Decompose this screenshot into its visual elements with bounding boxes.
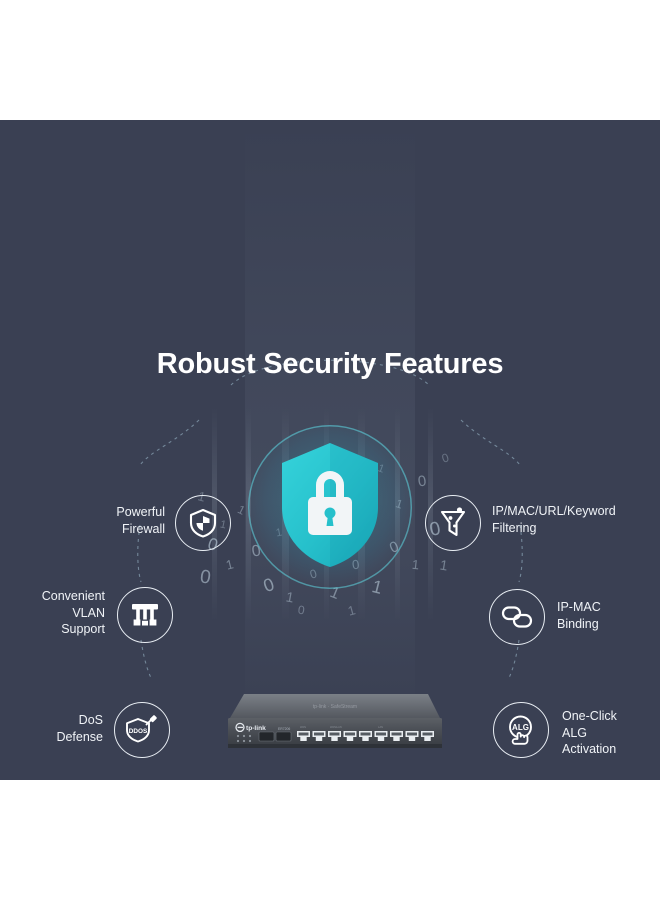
label-vlan-support: Convenient VLAN Support xyxy=(41,589,105,636)
filter-funnel-icon xyxy=(440,507,466,537)
node-dos-defense[interactable]: DDOS xyxy=(114,702,170,758)
svg-text:WAN/LAN: WAN/LAN xyxy=(330,725,342,729)
svg-text:LAN: LAN xyxy=(378,725,383,729)
shield-icon xyxy=(189,508,217,538)
label-powerful-firewall: Powerful Firewall xyxy=(116,505,165,536)
node-powerful-firewall[interactable] xyxy=(175,495,231,551)
tp-link-router: tp-link · SafeStream tp-link ER7206 xyxy=(228,694,442,748)
label-dos-defense: DoS Defense xyxy=(56,713,103,744)
page-title: Robust Security Features xyxy=(156,348,504,380)
node-ip-mac-binding[interactable] xyxy=(489,589,545,645)
svg-text:ALG: ALG xyxy=(512,723,529,732)
vlan-topology-icon xyxy=(132,604,158,626)
label-keyword-filtering: IP/MAC/URL/Keyword Filtering xyxy=(492,504,616,535)
svg-text:WAN: WAN xyxy=(300,725,306,729)
svg-text:tp-link: tp-link xyxy=(246,725,266,732)
node-alg-activation[interactable]: ALG xyxy=(493,702,549,758)
label-alg-activation: One-Click ALG Activation xyxy=(562,709,617,756)
svg-text:ER7206: ER7206 xyxy=(278,727,290,731)
svg-text:tp-link · SafeStream: tp-link · SafeStream xyxy=(313,704,357,710)
node-keyword-filtering[interactable] xyxy=(425,495,481,551)
shield-lock-icon xyxy=(282,443,378,567)
center-security-graphic: 0 1 0 1 0 1 0 1 0 1 0 1 0 1 0 1 0 1 1 0 xyxy=(196,407,451,622)
dark-feature-panel: Robust Security Features 0 1 0 1 0 1 0 1… xyxy=(0,120,660,780)
node-vlan-support[interactable] xyxy=(117,587,173,643)
alg-hand-icon: ALG xyxy=(509,715,532,745)
svg-text:DDOS: DDOS xyxy=(129,728,148,735)
ddos-shield-icon: DDOS xyxy=(126,715,157,743)
label-ip-mac-binding: IP-MAC Binding xyxy=(557,600,601,631)
chain-link-icon xyxy=(501,606,533,628)
